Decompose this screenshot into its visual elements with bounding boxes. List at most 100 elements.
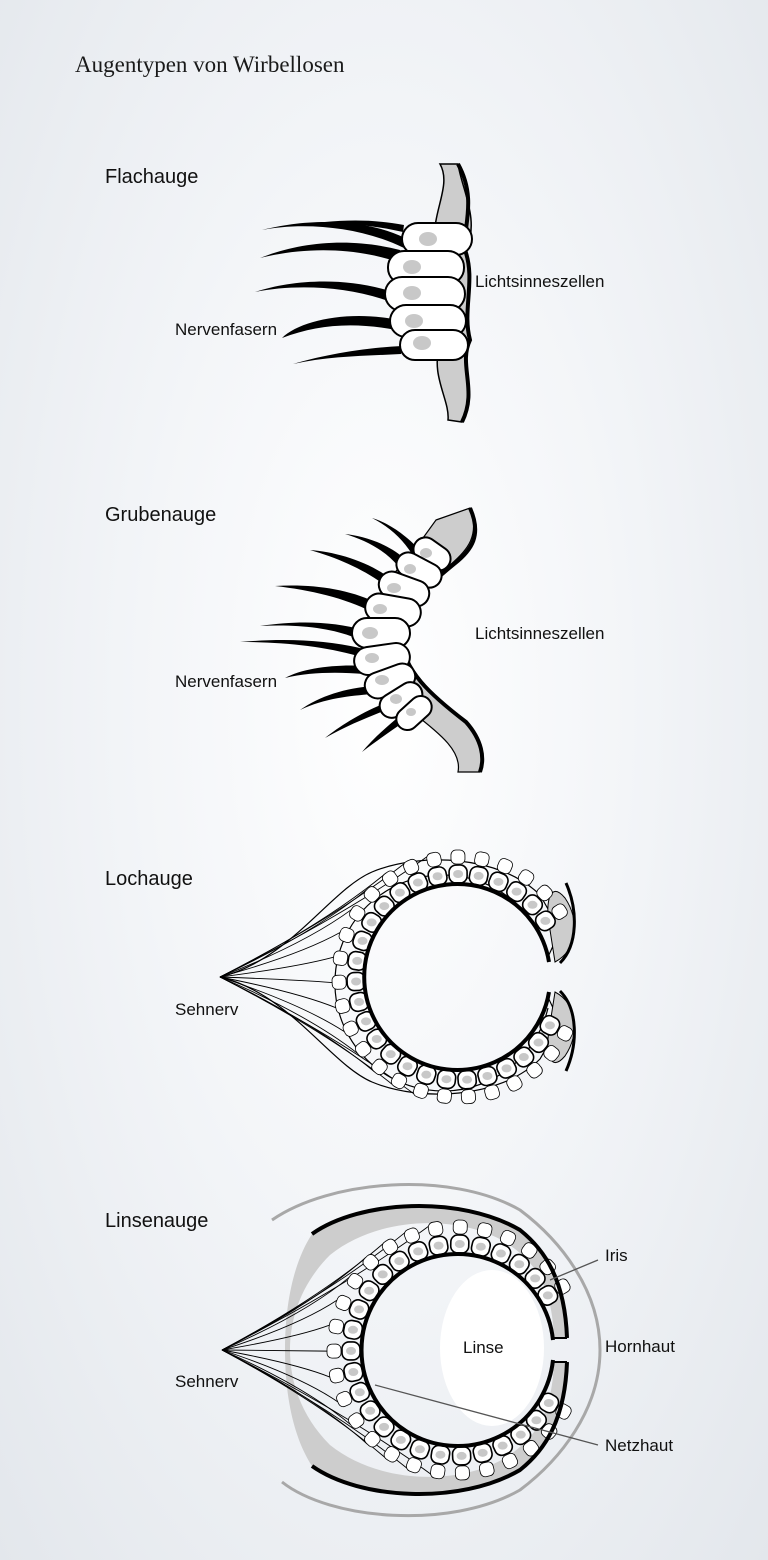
receptor-cell [488, 871, 509, 893]
nerve-fiber [219, 976, 336, 1009]
flachauge-light-sensitive-cells [384, 222, 473, 361]
nerve-fiber [221, 1324, 330, 1351]
panel-grubenauge: Grubenauge Lich [0, 490, 768, 790]
page-title: Augentypen von Wirbellosen [75, 52, 345, 77]
support-cell [354, 1041, 372, 1058]
receptor-cell [401, 222, 473, 256]
label-iris: Iris [605, 1246, 628, 1265]
label-netzhaut: Netzhaut [605, 1436, 674, 1455]
support-cell [543, 1045, 560, 1062]
support-cell [517, 869, 535, 886]
receptor-cell [496, 1057, 518, 1079]
label-lichtsinneszellen: Lichtsinneszellen [475, 272, 605, 291]
support-cell [349, 905, 366, 922]
support-cell [328, 1318, 345, 1335]
flachauge-diagram [255, 163, 473, 423]
support-cell [427, 1221, 444, 1237]
receptor-cell [341, 1341, 361, 1361]
grubenauge-diagram [240, 507, 485, 773]
receptor-cell [449, 1234, 470, 1254]
nerve-fiber [221, 1349, 351, 1425]
support-cell [362, 1254, 380, 1271]
lochauge-receptor-cells [331, 849, 574, 1105]
lochauge-diagram [219, 849, 576, 1105]
receptor-cell [457, 1069, 478, 1090]
nerve-fiber [221, 1349, 339, 1403]
support-cell [342, 1020, 359, 1037]
support-cell [556, 1025, 574, 1042]
nerve-fiber [219, 932, 341, 978]
nerve-fiber [219, 976, 345, 1033]
panel-title-flachauge: Flachauge [105, 166, 199, 188]
support-cell [496, 858, 513, 875]
nerve-fiber [219, 976, 376, 1073]
support-cell [363, 886, 381, 903]
nerve-fiber [221, 1299, 338, 1351]
receptor-cell [534, 910, 556, 932]
nerve-fiber [219, 909, 352, 978]
receptor-cell [513, 1046, 535, 1068]
label-nervenfasern: Nervenfasern [175, 320, 278, 339]
nerve-fiber [219, 976, 333, 983]
linsenauge-retina-wall [359, 1252, 555, 1448]
panel-linsenauge: Linsenauge Linse Iris Hornhaut Netzhaut … [0, 1170, 768, 1530]
receptor-cell [388, 1250, 410, 1272]
receptor-cell [342, 1319, 364, 1340]
support-cell [501, 1452, 519, 1470]
support-cell [430, 1463, 446, 1480]
support-cell [450, 849, 466, 865]
support-cell [476, 1222, 493, 1238]
flachauge-nerve-fibers [255, 220, 405, 364]
receptor-cell [396, 1055, 419, 1077]
support-cell [335, 1294, 352, 1311]
nerve-fiber [219, 956, 334, 978]
leader-netzhaut [374, 1384, 599, 1446]
support-cell [506, 1075, 523, 1092]
receptor-cell [430, 1444, 451, 1465]
nerve-fiber [219, 976, 358, 1054]
support-cell [332, 950, 349, 966]
panel-title-lochauge: Lochauge [105, 868, 193, 890]
support-cell [331, 974, 347, 990]
panel-flachauge: Flachauge Lichtsinneszellen Nervenfasern [0, 150, 768, 450]
support-cell [474, 851, 490, 867]
support-cell [526, 1062, 543, 1079]
label-hornhaut: Hornhaut [605, 1337, 675, 1356]
support-cell [412, 1082, 429, 1099]
panel-title-grubenauge: Grubenauge [105, 504, 217, 526]
receptor-cell [527, 1031, 550, 1054]
receptor-cell [389, 882, 411, 904]
support-cell [478, 1461, 495, 1478]
leader-iris [549, 1259, 599, 1281]
grubenauge-light-sensitive-cells [351, 536, 452, 732]
nerve-fiber [221, 1349, 328, 1352]
receptor-cell [508, 1253, 530, 1275]
nerve-fiber [219, 976, 396, 1088]
linsenauge-sclera-bottom [310, 1361, 569, 1496]
nerve-fiber [219, 852, 433, 978]
receptor-cell [348, 1299, 370, 1320]
support-cell [403, 858, 420, 875]
support-cell [328, 1367, 345, 1384]
support-cell [405, 1457, 422, 1474]
linsenauge-outer-ring [271, 1183, 602, 1518]
receptor-cell [428, 1235, 449, 1256]
receptor-cell [415, 1064, 437, 1086]
support-cell [452, 1219, 468, 1235]
support-cell [371, 1058, 388, 1076]
nerve-fiber [221, 1349, 368, 1445]
label-sehnerv: Sehnerv [175, 1000, 239, 1019]
support-cell [551, 903, 568, 920]
linsenauge-sclera-top [310, 1204, 569, 1339]
receptor-cell [448, 864, 468, 884]
label-lichtsinneszellen: Lichtsinneszellen [475, 624, 605, 643]
receptor-cell [407, 1240, 429, 1262]
receptor-cell [407, 872, 429, 893]
label-nervenfasern: Nervenfasern [175, 672, 278, 691]
support-cell [383, 1446, 400, 1463]
receptor-cell [436, 1069, 457, 1090]
receptor-cell [468, 865, 489, 887]
support-cell [460, 1089, 476, 1105]
support-cell [348, 1412, 365, 1429]
support-cell [390, 1072, 408, 1090]
